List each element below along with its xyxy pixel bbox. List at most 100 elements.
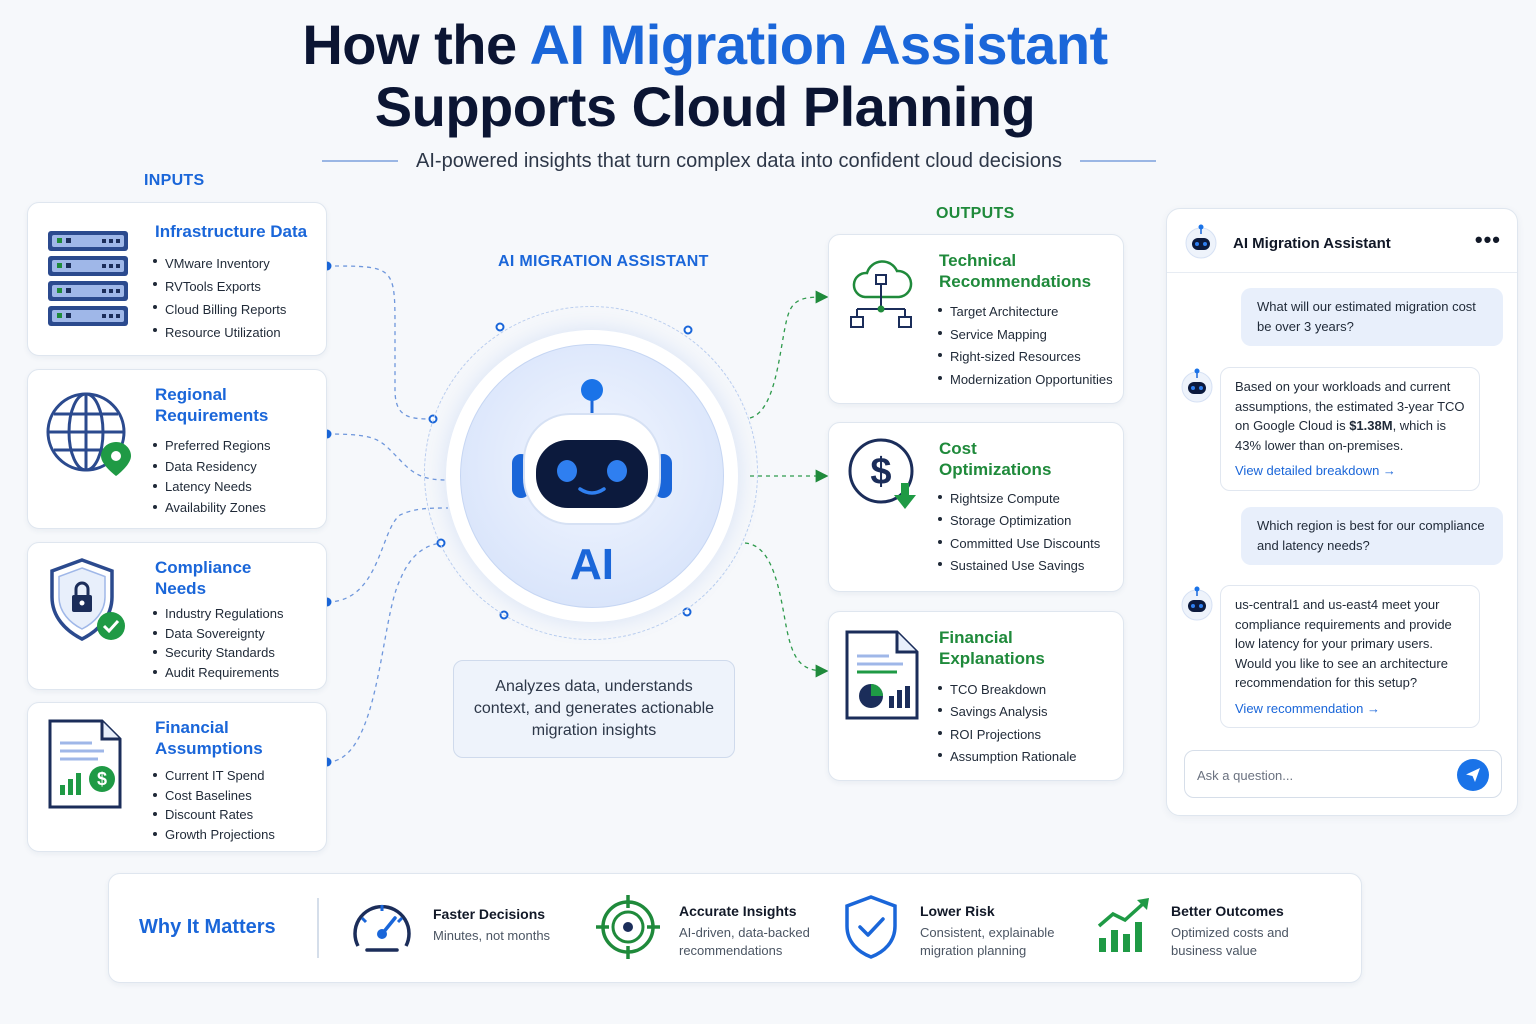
why-divider [317,898,319,958]
view-recommendation-link[interactable]: View recommendation → [1235,700,1380,716]
benefit-title: Lower Risk [920,903,995,919]
benefit-title: Faster Decisions [433,906,546,922]
list-item: Latency Needs [152,477,271,498]
input-card-regional[interactable]: Regional Requirements Preferred Regions … [27,369,327,529]
list-item: RVTools Exports [152,275,286,298]
finance-document-icon: $ [48,719,122,809]
cloud-network-icon [850,260,913,328]
title-line-2: Supports Cloud Planning [374,75,1036,138]
list-item: Current IT Spend [152,766,275,786]
view-breakdown-link[interactable]: View detailed breakdown → [1235,463,1396,478]
subtitle-row: AI-powered insights that turn complex da… [296,146,1182,176]
globe-location-icon [46,392,131,476]
benefit-title: Accurate Insights [679,903,797,919]
card-title: Financial Explanations [939,628,1045,668]
page-title: How the AI Migration Assistant Supports … [0,14,1410,138]
card-title: Technical Recommendations [939,251,1092,291]
message-text: Which region is best for our compliance … [1257,518,1485,553]
outputs-label: OUTPUTS [936,205,1015,222]
dollar-down-icon: $ [848,438,916,509]
card-list: Industry Regulations Data Sovereignty Se… [152,604,284,682]
card-title: Cost Optimizations [939,439,1052,479]
list-item: Storage Optimization [937,510,1100,532]
list-item: Preferred Regions [152,436,271,457]
output-card-financial[interactable]: Financial Explanations TCO Breakdown Sav… [828,611,1124,781]
list-item: Availability Zones [152,498,271,519]
ai-label: AI [570,540,614,589]
list-item: Savings Analysis [937,701,1076,723]
target-icon [596,895,660,959]
robot-icon [512,379,672,525]
list-item: Security Standards [152,643,284,663]
svg-text:$: $ [97,769,107,789]
card-list: Target Architecture Service Mapping Righ… [937,301,1113,391]
list-item: Sustained Use Savings [937,555,1100,577]
tco-value: $1.38M [1349,418,1393,433]
title-prefix: How the [302,13,530,76]
subtitle-rule-right [1079,160,1156,162]
more-options-button[interactable]: ••• [1474,227,1501,252]
card-title: Compliance Needs [155,558,252,598]
list-item: Target Architecture [937,301,1113,324]
card-list: VMware Inventory RVTools Exports Cloud B… [152,252,286,344]
list-item: Cloud Billing Reports [152,298,286,321]
list-item: Committed Use Discounts [937,533,1100,555]
list-item: Discount Rates [152,805,275,825]
user-message: Which region is best for our compliance … [1241,507,1503,565]
message-text: us-central1 and us-east4 meet your compl… [1235,597,1452,690]
hub-description: Analyzes data, understands context, and … [453,660,735,758]
input-card-compliance[interactable]: Compliance Needs Industry Regulations Da… [27,542,327,690]
list-item: ROI Projections [937,724,1076,746]
send-button[interactable] [1457,759,1489,791]
why-title: Why It Matters [139,916,276,938]
list-item: Growth Projections [152,825,275,845]
title-highlight: AI Migration Assistant [529,13,1109,76]
output-card-technical[interactable]: Technical Recommendations Target Archite… [828,234,1124,404]
chat-input-box [1184,750,1502,798]
benefit-desc: AI-driven, data-backed recommendations [679,925,810,958]
card-title: Financial Assumptions [155,718,263,758]
list-item: Cost Baselines [152,786,275,806]
output-card-cost[interactable]: $ Cost Optimizations Rightsize Compute S… [828,422,1124,592]
card-list: Current IT Spend Cost Baselines Discount… [152,766,275,844]
shield-lock-icon [50,558,125,641]
server-rack-icon [48,231,128,326]
list-item: Data Sovereignty [152,624,284,644]
benefit-desc: Consistent, explainable migration planni… [920,925,1055,958]
inputs-label: INPUTS [144,172,205,189]
message-text: , which is 43% lower than on-premises. [1235,418,1447,453]
list-item: Rightsize Compute [937,488,1100,510]
benefit-title: Better Outcomes [1171,903,1284,919]
subtitle: AI-powered insights that turn complex da… [416,149,1062,172]
input-card-financial[interactable]: $ Financial Assumptions Current IT Spend… [27,702,327,852]
card-list: Preferred Regions Data Residency Latency… [152,436,271,518]
send-icon [1466,768,1480,782]
bot-avatar-icon [1185,224,1217,259]
subtitle-rule-left [322,160,399,162]
chat-panel: AI Migration Assistant ••• What will our… [1166,208,1518,816]
hub-dashed-ring [424,306,758,640]
list-item: TCO Breakdown [937,679,1076,701]
chat-title: AI Migration Assistant [1233,235,1391,252]
center-label: AI MIGRATION ASSISTANT [498,253,709,270]
card-title: Regional Requirements [155,385,269,425]
benefit-desc: Optimized costs and business value [1171,925,1289,958]
card-list: Rightsize Compute Storage Optimization C… [937,488,1100,577]
list-item: Audit Requirements [152,663,284,683]
input-card-infrastructure[interactable]: Infrastructure Data VMware Inventory RVT… [27,202,327,356]
list-item: Data Residency [152,457,271,478]
message-text: Based on your workloads and current assu… [1235,379,1465,433]
list-item: Industry Regulations [152,604,284,624]
bot-avatar-icon [1181,368,1213,403]
card-title: Infrastructure Data [155,222,308,241]
chat-input[interactable] [1197,763,1447,787]
benefit-desc: Minutes, not months [433,928,551,943]
assistant-message: us-central1 and us-east4 meet your compl… [1220,585,1480,728]
speedometer-icon [353,904,411,952]
list-item: Assumption Rationale [937,746,1076,768]
svg-text:$: $ [870,451,891,493]
list-item: Right-sized Resources [937,346,1113,369]
list-item: Service Mapping [937,324,1113,347]
message-text: What will our estimated migration cost b… [1257,299,1476,334]
list-item: VMware Inventory [152,252,286,275]
